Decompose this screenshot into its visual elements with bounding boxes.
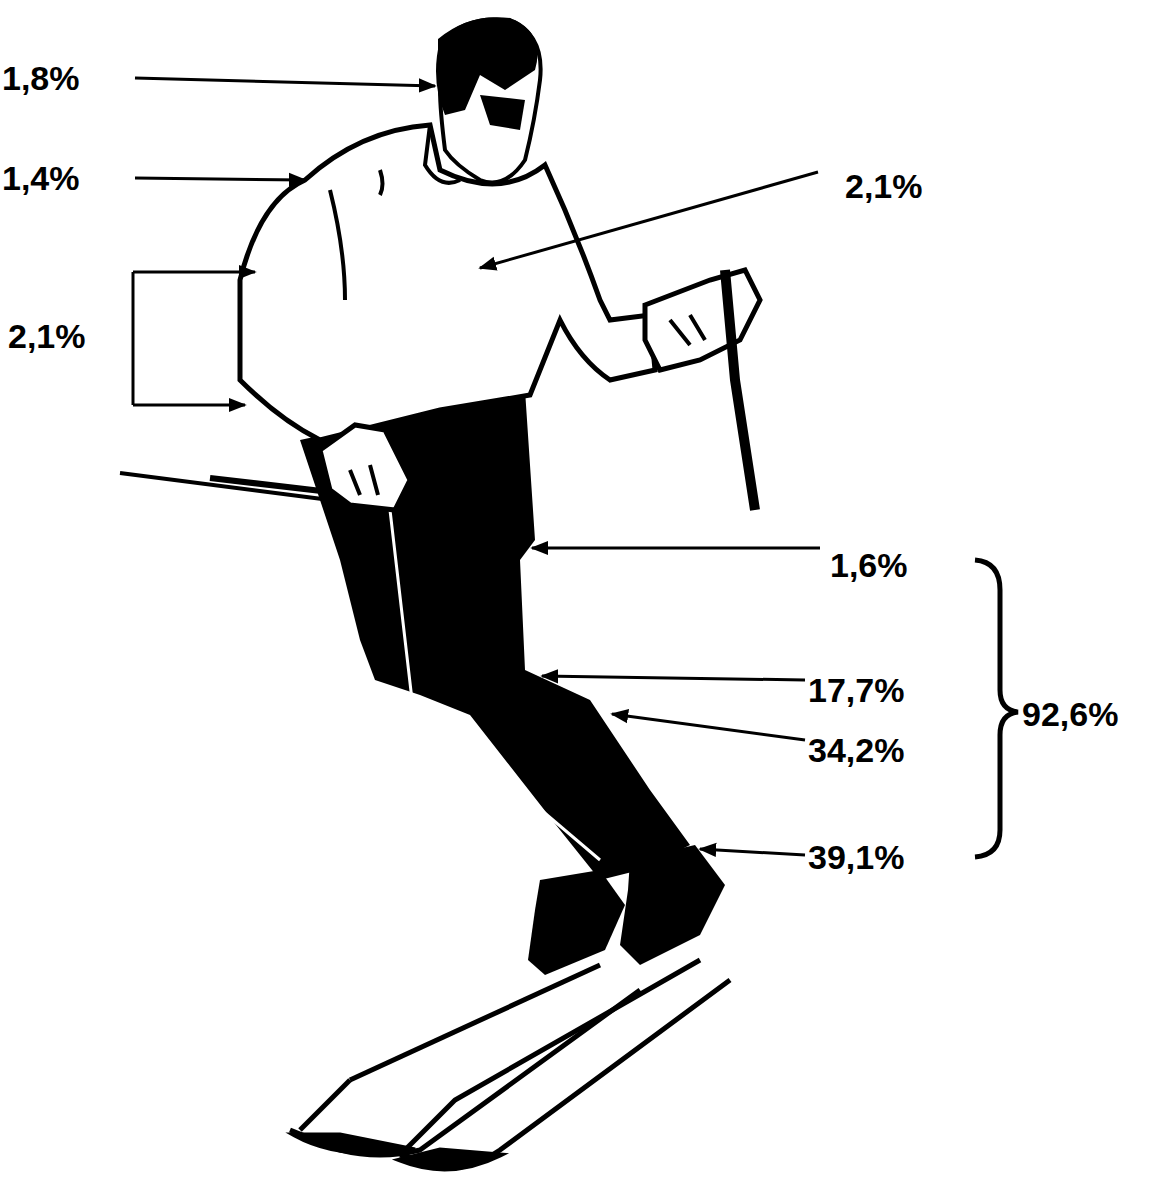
- glove: [645, 270, 760, 370]
- ski-pole: [725, 270, 755, 510]
- ski-tip: [300, 1080, 350, 1130]
- trousers: [300, 390, 690, 880]
- boot: [620, 845, 725, 965]
- ski-edge: [350, 965, 600, 1080]
- leader-arrow: [135, 178, 305, 180]
- percentage-label: 34,2%: [808, 733, 904, 767]
- leader-arrow: [532, 547, 820, 550]
- leader-arrow: [133, 404, 245, 407]
- ski-tip: [295, 1135, 415, 1153]
- leader-arrow: [700, 849, 805, 855]
- ski-tip: [400, 1150, 500, 1169]
- ski: [400, 980, 730, 1168]
- leader-arrow: [133, 271, 255, 274]
- percentage-label: 1,6%: [830, 548, 908, 582]
- percentage-label: 17,7%: [808, 673, 904, 707]
- sweater: [240, 125, 655, 440]
- leader-arrows: [133, 78, 820, 855]
- glove: [320, 425, 410, 510]
- leader-arrow: [135, 78, 435, 86]
- percentage-label: 2,1%: [845, 169, 923, 203]
- goggles: [480, 95, 525, 130]
- leader-arrow: [480, 172, 818, 268]
- skis: [290, 960, 730, 1169]
- ski: [290, 990, 640, 1155]
- leader-arrow: [612, 714, 805, 740]
- percentage-label: 39,1%: [808, 840, 904, 874]
- glove-lines: [350, 465, 378, 495]
- trouser-seam: [390, 510, 600, 860]
- percentage-label: 2,1%: [8, 319, 86, 353]
- leader-arrow: [542, 676, 805, 680]
- percentage-label: 1,8%: [2, 61, 80, 95]
- ski-pole: [120, 473, 330, 500]
- curly-brace: [975, 560, 1018, 857]
- boot: [528, 870, 625, 975]
- percentage-label: 92,6%: [1022, 697, 1118, 731]
- leader-line: [132, 272, 135, 405]
- sweater-folds: [330, 125, 460, 300]
- percentage-label: 1,4%: [2, 161, 80, 195]
- glove-lines: [670, 315, 705, 345]
- ski-pole: [210, 478, 330, 492]
